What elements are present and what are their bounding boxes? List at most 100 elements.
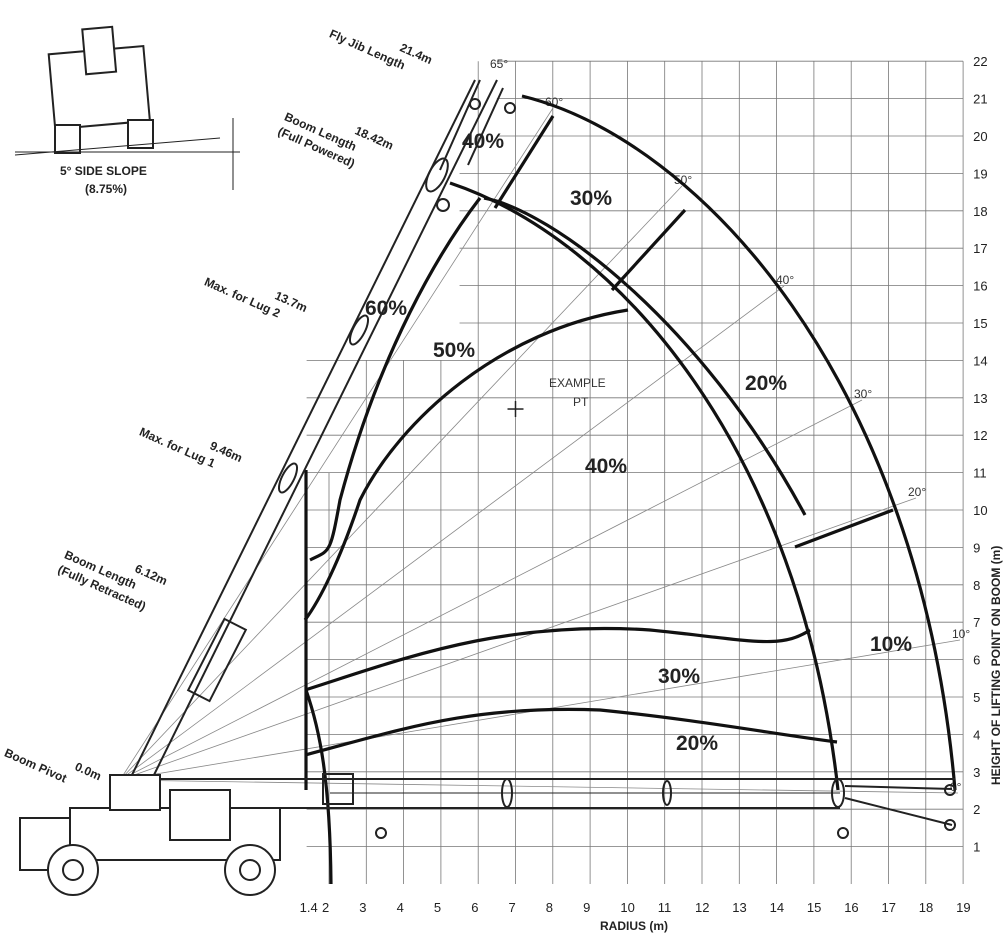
example-label: EXAMPLE — [549, 376, 606, 390]
inner-curve-60 — [309, 197, 482, 562]
boom-annotation-value-1: 18.42m — [353, 123, 396, 152]
ray-30 — [119, 399, 863, 781]
y-tick-8: 8 — [973, 578, 980, 593]
outer-arc — [521, 94, 957, 791]
y-tick-2: 2 — [973, 802, 980, 817]
boom-angle-rays: 65°60°50°40°30°20°10°0° — [119, 57, 970, 794]
boom-outer-line — [127, 79, 476, 784]
y-tick-21: 21 — [973, 92, 987, 107]
zone-label-6: 30% — [658, 665, 700, 688]
zone-label-7: 10% — [870, 633, 912, 656]
x-tick-5: 5 — [434, 900, 441, 915]
ray-50 — [119, 185, 683, 781]
hook-block-lower — [375, 827, 387, 839]
y-tick-18: 18 — [973, 204, 987, 219]
boom-lug-1 — [501, 778, 513, 808]
x-tick-17: 17 — [882, 900, 896, 915]
jib-lowered-tip — [944, 819, 956, 831]
jib-hook-1 — [469, 98, 481, 110]
x-tick-13: 13 — [732, 900, 746, 915]
angle-label-65: 65° — [490, 57, 508, 71]
boom-annotation-value-4: 6.12m — [133, 561, 170, 588]
x-tick-10: 10 — [620, 900, 634, 915]
x-tick-4: 4 — [397, 900, 404, 915]
left-base-arc — [304, 689, 333, 885]
y-tick-15: 15 — [973, 316, 987, 331]
x-tick-6: 6 — [471, 900, 478, 915]
x-tick-19: 19 — [956, 900, 970, 915]
side-slope-sub: (8.75%) — [85, 182, 127, 196]
y-tick-4: 4 — [973, 727, 980, 742]
lug-1-marker — [277, 462, 299, 494]
boom-section-collar — [322, 773, 354, 805]
ray-40 — [119, 285, 785, 781]
jib-horizontal-tip — [944, 784, 956, 796]
zone-label-2: 60% — [365, 297, 407, 320]
x-tick-15: 15 — [807, 900, 821, 915]
boom-inner-line — [149, 79, 498, 784]
jib-horizontal-lower — [844, 797, 953, 826]
x-tick-2: 2 — [322, 900, 329, 915]
x-tick-18: 18 — [919, 900, 933, 915]
angle-label-20: 20° — [908, 485, 926, 499]
boom-annotation-label-5: Boom Pivot — [2, 746, 69, 786]
ray-0 — [119, 779, 959, 794]
crane-carrier-illustration — [19, 774, 281, 896]
line-30-top — [610, 208, 687, 292]
side-slope-text: 5° SIDE SLOPE (8.75%) — [60, 164, 147, 196]
y-tick-13: 13 — [973, 391, 987, 406]
rear-left-wheel — [54, 124, 81, 154]
ray-20 — [119, 497, 917, 781]
x-tick-12: 12 — [695, 900, 709, 915]
angle-label-30: 30° — [854, 387, 872, 401]
jib-hook-2 — [504, 102, 516, 114]
y-tick-7: 7 — [973, 615, 980, 630]
boom-annotation-label-2: Max. for Lug 2 — [202, 275, 282, 321]
crane-rear-boom — [81, 25, 118, 76]
zone-label-5: 40% — [585, 455, 627, 478]
boom-base-section — [186, 617, 248, 703]
zone-label-1: 30% — [570, 187, 612, 210]
x-tick-1.4: 1.4 — [300, 900, 318, 915]
arc-2 — [449, 181, 840, 791]
y-tick-20: 20 — [973, 129, 987, 144]
curve-30-20 — [304, 707, 838, 757]
boom-lug-2 — [662, 780, 672, 806]
boom-annotation-label-0: Fly Jib Length — [327, 27, 407, 73]
arc-3 — [483, 196, 807, 516]
zone-label-3: 50% — [433, 339, 475, 362]
boom-head — [831, 778, 845, 808]
x-tick-3: 3 — [359, 900, 366, 915]
hook-block-lower-2 — [837, 827, 849, 839]
x-axis-title: RADIUS (m) — [600, 919, 668, 933]
fly-jib-line-2 — [467, 87, 504, 166]
angle-label-50: 50° — [674, 173, 692, 187]
example-sub: PT — [573, 395, 589, 409]
y-tick-22: 22 — [973, 54, 987, 69]
side-slope-label: 5° SIDE SLOPE — [60, 164, 147, 178]
jib-horizontal-upper — [844, 785, 953, 790]
line-40-top — [493, 115, 555, 209]
x-tick-16: 16 — [844, 900, 858, 915]
y-tick-6: 6 — [973, 653, 980, 668]
y-tick-9: 9 — [973, 540, 980, 555]
line-20-right — [794, 508, 894, 549]
x-tick-7: 7 — [509, 900, 516, 915]
y-tick-19: 19 — [973, 166, 987, 181]
x-tick-9: 9 — [583, 900, 590, 915]
angle-label-10: 10° — [952, 627, 970, 641]
ray-60 — [119, 107, 554, 781]
example-marker — [507, 401, 524, 418]
y-tick-10: 10 — [973, 503, 987, 518]
zone-label-0: 40% — [462, 130, 504, 153]
zone-label-4: 20% — [745, 372, 787, 395]
boom-annotation-value-5: 0.0m — [73, 759, 104, 783]
curve-40-30 — [304, 626, 811, 692]
rear-wheel-hub — [239, 859, 261, 881]
y-tick-3: 3 — [973, 765, 980, 780]
